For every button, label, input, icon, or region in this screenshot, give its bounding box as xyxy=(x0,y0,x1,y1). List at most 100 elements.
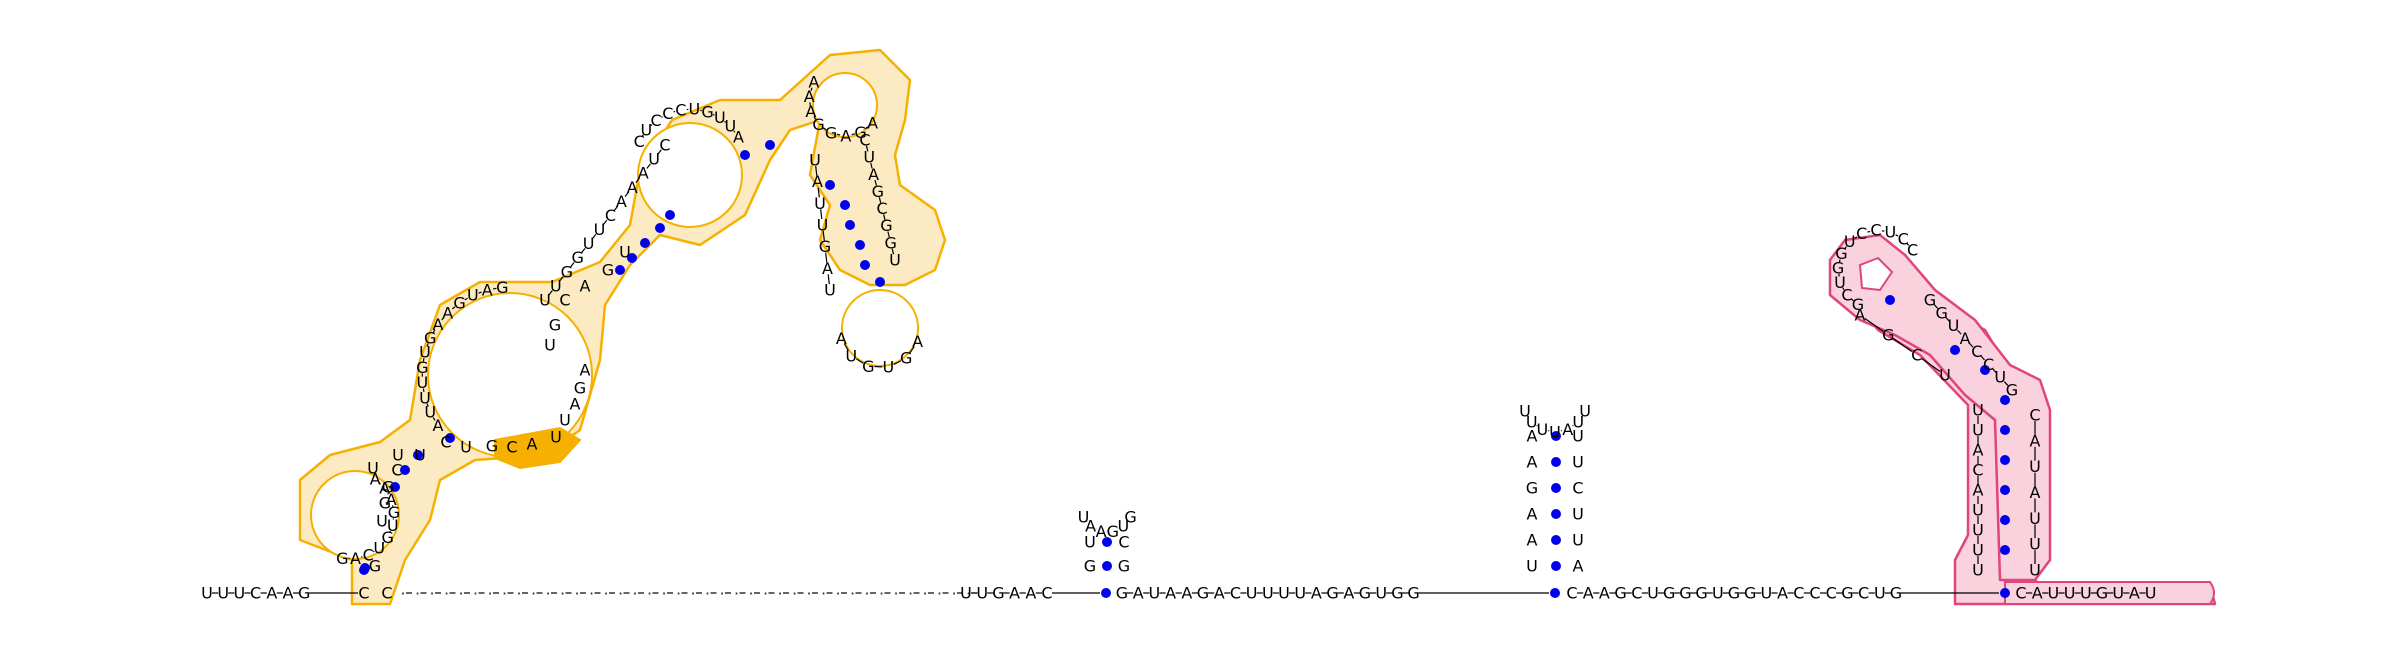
left-stem-3-nucleotide: G xyxy=(885,233,897,252)
left-domain-nucleotide: U xyxy=(376,512,388,531)
linker-nucleotide: C xyxy=(1858,584,1869,603)
left-loop-5-hole xyxy=(841,289,919,367)
left-loop-3-nucleotide: C xyxy=(634,132,645,151)
hairpin-2-loop-nucleotide: U xyxy=(1572,412,1584,431)
backbone-bond xyxy=(874,179,877,186)
gap-nucleotide: . xyxy=(661,580,666,599)
base-pair-dot xyxy=(855,240,865,250)
left-loop-2-nucleotide: U xyxy=(416,373,428,392)
linker-nucleotide: G xyxy=(1744,584,1756,603)
left-stem-2-nucleotide: G xyxy=(572,248,584,267)
five-prime-tail-nucleotide: A xyxy=(266,584,277,603)
backbone-bond xyxy=(1945,316,1950,322)
left-loop-4-nucleotide: A xyxy=(805,102,816,121)
left-domain-highlight xyxy=(298,48,947,606)
hairpin-2-loop-nucleotide: U xyxy=(1536,420,1548,439)
left-loop-3-nucleotide: U xyxy=(724,117,736,136)
hairpin-1-stem-nucleotide: G xyxy=(1084,557,1096,576)
backbone-bond xyxy=(580,248,586,254)
left-domain-nucleotide: G xyxy=(549,316,561,335)
base-pair-dot xyxy=(413,450,423,460)
hairpin-1-loop-nucleotide: G xyxy=(1107,522,1119,541)
linker-nucleotide: A xyxy=(1214,584,1225,603)
backbone-bond xyxy=(893,360,902,365)
gap-nucleotide: . xyxy=(560,580,565,599)
left-stem-2-nucleotide: A xyxy=(638,164,649,183)
backbone-bond xyxy=(478,291,482,294)
linker-nucleotide: A xyxy=(1343,584,1354,603)
linker-nucleotide: U xyxy=(1262,584,1274,603)
linker-nucleotide: C xyxy=(1826,584,1837,603)
backbone-bond xyxy=(559,276,564,282)
linker-nucleotide: G xyxy=(1841,584,1853,603)
right-stem-nucleotide: U xyxy=(2029,509,2041,528)
linker-nucleotide: G xyxy=(1407,584,1419,603)
left-loop-3-nucleotide: U xyxy=(641,120,653,139)
left-domain-nucleotide: G xyxy=(382,478,394,497)
three-prime-tail-nucleotide: U xyxy=(2080,584,2092,603)
left-domain-nucleotide: G xyxy=(486,437,498,456)
left-loop-2-nucleotide: G xyxy=(416,358,428,377)
linker-nucleotide: G xyxy=(1728,584,1740,603)
gap-nucleotide: . xyxy=(966,580,971,599)
left-stem-3-nucleotide: A xyxy=(812,172,823,191)
linker-nucleotide: C xyxy=(1230,584,1241,603)
left-stem-2-nucleotide: G xyxy=(561,262,573,281)
left-domain-nucleotide: U xyxy=(559,411,571,430)
linker-nucleotide: G xyxy=(1326,584,1338,603)
base-pair-dot xyxy=(825,180,835,190)
backbone-bond xyxy=(432,329,436,333)
left-stem-3-nucleotide: U xyxy=(889,251,901,270)
linker-nucleotide: U xyxy=(1278,584,1290,603)
backbone-bond xyxy=(1992,368,1997,374)
left-loop-4-hole xyxy=(812,72,878,138)
right-stem-nucleotide: U xyxy=(1972,421,1984,440)
linker-nucleotide: A xyxy=(1165,584,1176,603)
hairpin-2-stem-nucleotide: U xyxy=(1572,427,1584,446)
left-domain-nucleotide: A xyxy=(527,435,538,454)
left-domain-nucleotide: G xyxy=(379,494,391,513)
hairpin-2-stem-nucleotide: A xyxy=(1527,453,1538,472)
backbone-bond xyxy=(820,209,823,220)
base-pair-dot xyxy=(2000,395,2010,405)
left-stem-nucleotide: C xyxy=(381,584,392,603)
backbone-bond xyxy=(657,149,662,155)
backbone-bond xyxy=(1854,236,1858,239)
linker-nucleotide: G xyxy=(1679,584,1691,603)
left-domain-nucleotide: A xyxy=(580,361,591,380)
linker-nucleotide: G xyxy=(1359,584,1371,603)
five-prime-tail-nucleotide: U xyxy=(201,584,213,603)
linker-nucleotide: U xyxy=(1246,584,1258,603)
base-pair-dot xyxy=(765,140,775,150)
base-pair-dot xyxy=(1551,509,1561,519)
gap-nucleotide: . xyxy=(777,580,782,599)
right-stem-nucleotide: C xyxy=(2029,406,2040,425)
backbone-bond xyxy=(891,248,895,255)
left-stem-3-nucleotide: U xyxy=(809,151,821,170)
five-prime-tail-nucleotide: C xyxy=(250,584,261,603)
linker-nucleotide: G xyxy=(1890,584,1902,603)
left-stem-2-nucleotide: C xyxy=(605,206,616,225)
backbone-bond xyxy=(827,274,830,285)
left-stem-3-nucleotide: U xyxy=(817,216,829,235)
right-loop-nucleotide: G xyxy=(1852,295,1864,314)
left-loop-2-nucleotide: A xyxy=(432,315,443,334)
left-loop-1-nucleotide: U xyxy=(387,516,399,535)
gap-nucleotide: . xyxy=(531,580,536,599)
backbone-bond xyxy=(1838,259,1841,263)
left-loop-1-nucleotide: G xyxy=(388,503,400,522)
right-stem-nucleotide: A xyxy=(2030,483,2041,502)
left-loop-3-hole xyxy=(637,122,743,228)
left-loop-4-nucleotide: A xyxy=(867,114,878,133)
gap-nucleotide: . xyxy=(922,580,927,599)
hairpin-2-stem-nucleotide: C xyxy=(1572,479,1583,498)
backbone-bond xyxy=(2003,381,2009,386)
gap-nucleotide: . xyxy=(444,580,449,599)
hairpin-2-stem-nucleotide: U xyxy=(1572,505,1584,524)
left-stem-3-nucleotide: G xyxy=(872,182,884,201)
backbone-bond xyxy=(451,306,456,310)
left-loop-2-nucleotide: A xyxy=(432,416,443,435)
backbone-bond xyxy=(464,297,468,301)
base-pair-dot xyxy=(615,265,625,275)
linker-nucleotide: U xyxy=(1647,584,1659,603)
